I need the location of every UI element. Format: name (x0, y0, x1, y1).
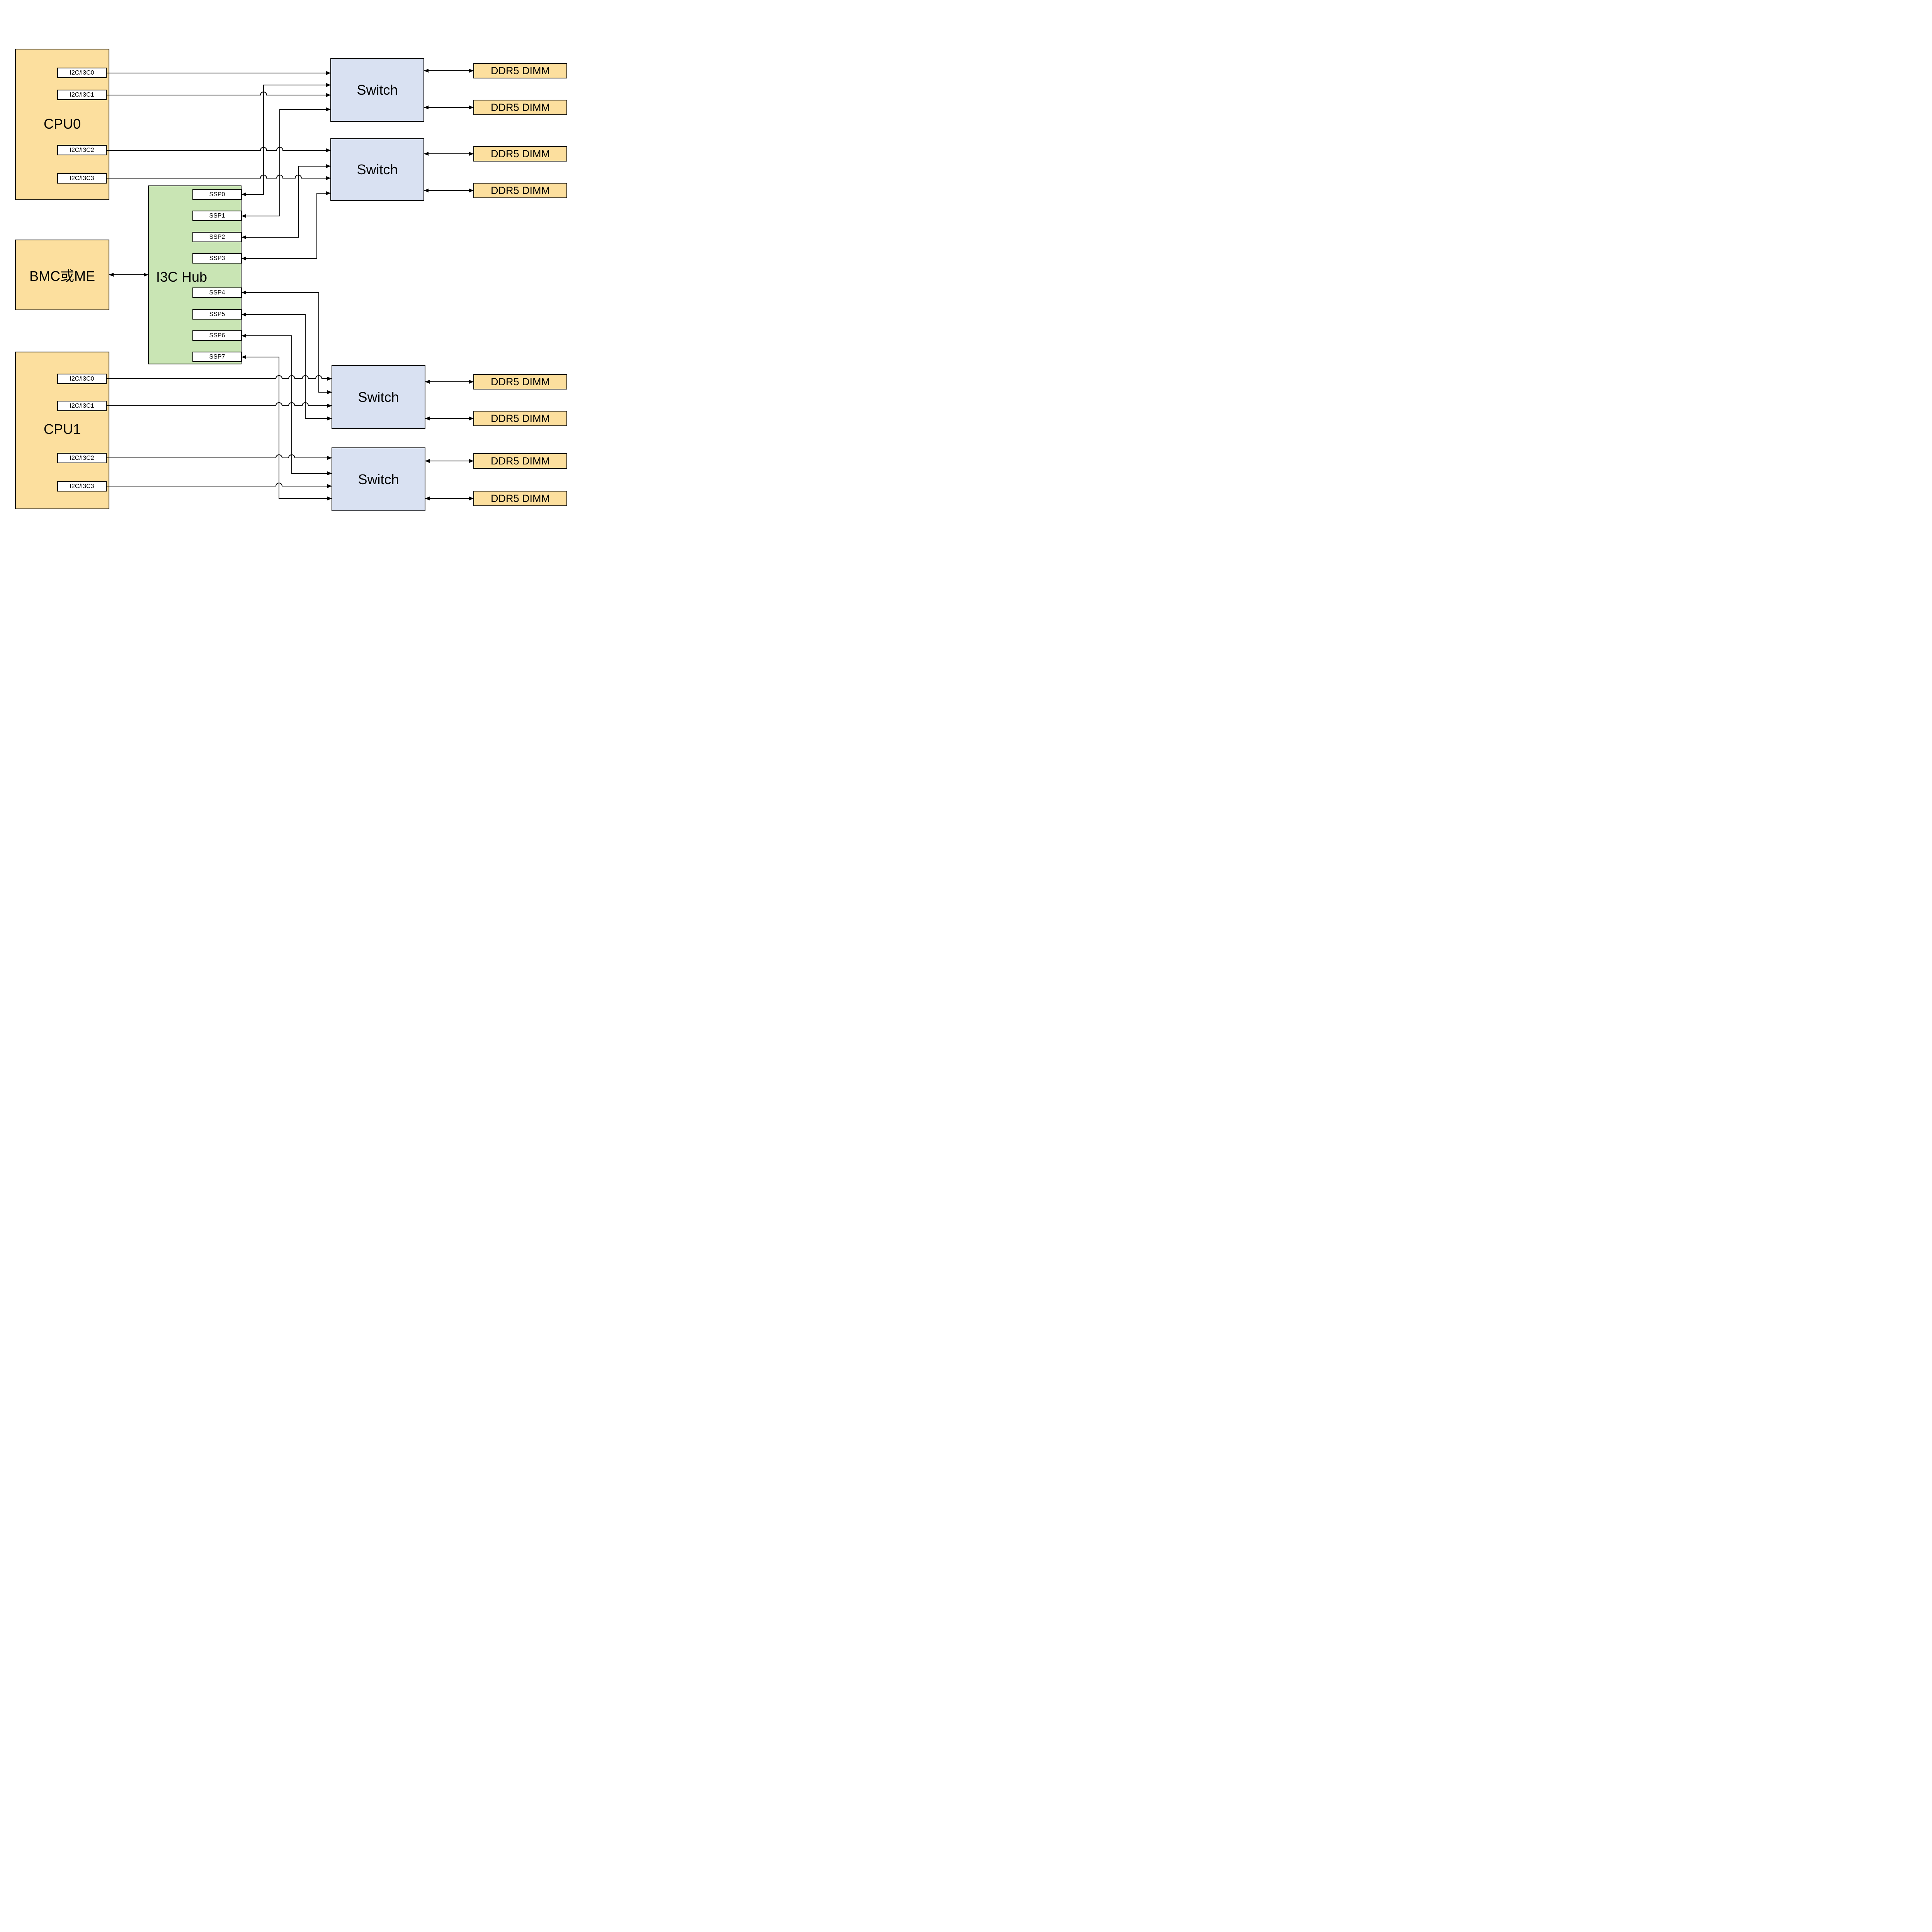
dimm-8-label: DDR5 DIMM (491, 492, 550, 504)
bmc-label: BMC或ME (29, 268, 95, 284)
dimm-7-label: DDR5 DIMM (491, 455, 550, 467)
cpu1-port-i2c-i3c1: I2C/I3C1 (57, 401, 107, 411)
cpu0-port-i2c-i3c0: I2C/I3C0 (57, 68, 107, 78)
dimm-3-label: DDR5 DIMM (491, 148, 550, 160)
dimm-2-box: DDR5 DIMM (473, 100, 567, 115)
dimm-6-label: DDR5 DIMM (491, 412, 550, 424)
connector-cpu1-i2c-i3c1--switch-3 (107, 402, 332, 408)
connector-cpu1-i2c-i3c3--switch-4 (107, 483, 332, 488)
cpu1-port-i2c-i3c2: I2C/I3C2 (57, 453, 107, 463)
hub-port-ssp1: SSP1 (192, 211, 242, 221)
dimm-4-label: DDR5 DIMM (491, 184, 550, 196)
hub-port-ssp7: SSP7 (192, 352, 242, 362)
connector-cpu0-i2c-i3c1--switch-1 (107, 92, 331, 97)
connector-cpu0-i2c-i3c2--switch-2 (107, 147, 331, 152)
cpu1-port-i2c-i3c0: I2C/I3C0 (57, 374, 107, 384)
hub-port-ssp2: SSP2 (192, 232, 242, 242)
connector-cpu1-i2c-i3c0--switch-3 (107, 375, 332, 381)
dimm-1-box: DDR5 DIMM (473, 63, 567, 78)
cpu1-port-i2c-i3c3: I2C/I3C3 (57, 481, 107, 492)
dimm-7-box: DDR5 DIMM (473, 453, 567, 469)
dimm-2-label: DDR5 DIMM (491, 101, 550, 113)
connector-ssp0--switch-1 (242, 83, 331, 196)
switch-4-label: Switch (358, 471, 399, 487)
cpu0-port-i2c-i3c1: I2C/I3C1 (57, 90, 107, 100)
switch-3-label: Switch (358, 389, 399, 405)
hub-port-ssp3: SSP3 (192, 253, 242, 264)
hub-port-ssp0: SSP0 (192, 189, 242, 200)
dimm-5-label: DDR5 DIMM (491, 376, 550, 388)
dimm-4-box: DDR5 DIMM (473, 183, 567, 198)
bmc-box: BMC或ME (15, 240, 109, 310)
switch-2-label: Switch (357, 162, 398, 177)
connector-cpu0-i2c-i3c3--switch-2 (107, 175, 331, 180)
hub-port-ssp5: SSP5 (192, 309, 242, 320)
connector-ssp5--switch-3 (242, 313, 332, 420)
cpu0-label: CPU0 (43, 116, 81, 132)
dimm-8-box: DDR5 DIMM (473, 491, 567, 506)
dimm-5-box: DDR5 DIMM (473, 374, 567, 389)
switch-1-box: Switch (330, 58, 424, 122)
switch-2-box: Switch (330, 138, 424, 201)
cpu1-label: CPU1 (43, 421, 81, 437)
connector-ssp2--switch-2 (242, 164, 331, 239)
connector-ssp3--switch-2 (242, 191, 331, 260)
dimm-3-box: DDR5 DIMM (473, 146, 567, 162)
dimm-6-box: DDR5 DIMM (473, 411, 567, 426)
dimm-1-label: DDR5 DIMM (491, 65, 550, 77)
connector-ssp7--switch-4 (242, 355, 332, 500)
switch-4-box: Switch (332, 447, 425, 511)
hub-port-ssp4: SSP4 (192, 287, 242, 298)
hub-port-ssp6: SSP6 (192, 330, 242, 341)
topology-diagram: CPU0 I2C/I3C0 I2C/I3C1 I2C/I3C2 I2C/I3C3… (0, 0, 572, 522)
connector-ssp6--switch-4 (242, 334, 332, 475)
cpu0-port-i2c-i3c3: I2C/I3C3 (57, 173, 107, 184)
switch-3-box: Switch (332, 365, 425, 429)
connector-ssp4--switch-3 (242, 291, 332, 394)
connector-cpu1-i2c-i3c2--switch-4 (107, 454, 332, 460)
i3c-hub-label: I3C Hub (156, 269, 207, 285)
cpu0-port-i2c-i3c2: I2C/I3C2 (57, 145, 107, 155)
connector-ssp1--switch-1 (242, 107, 331, 218)
switch-1-label: Switch (357, 82, 398, 98)
